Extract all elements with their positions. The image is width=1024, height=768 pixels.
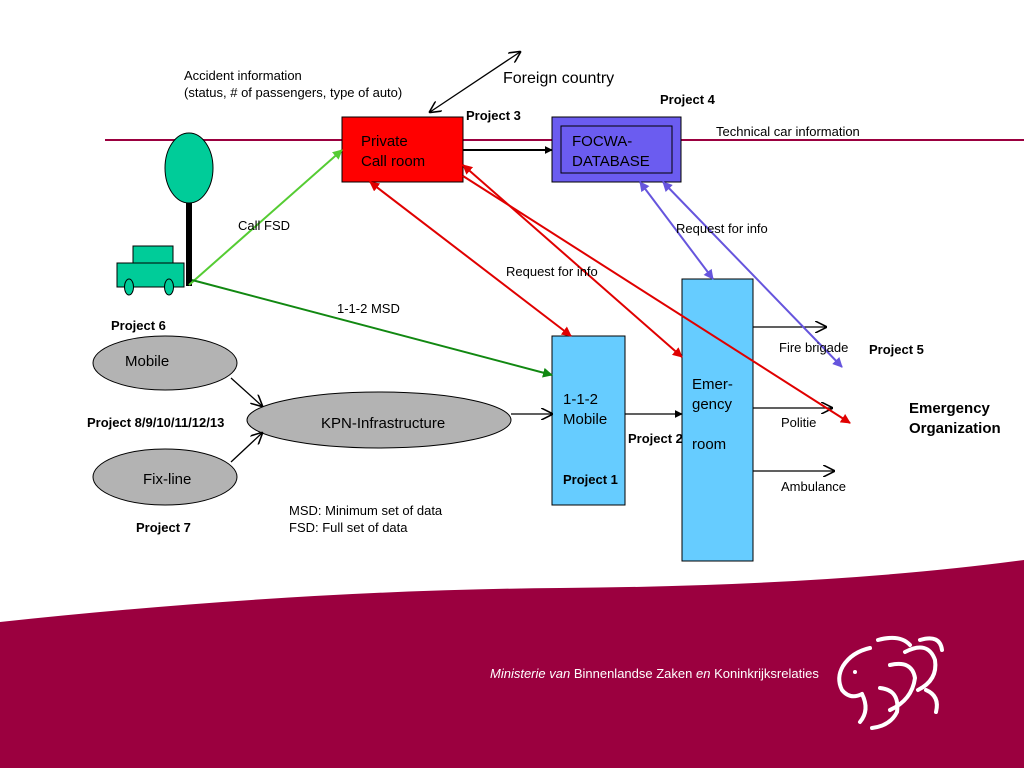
fix-line-label: Fix-line xyxy=(143,471,192,488)
arrow-private-to-emergency xyxy=(462,164,683,358)
emergency-organization-label-2: Organization xyxy=(909,420,1001,437)
fire-brigade-label: Fire brigade xyxy=(779,340,849,355)
project6-label: Project 6 xyxy=(111,318,166,333)
accident-info-label-1: Accident information xyxy=(184,68,302,83)
arrow-mobile-to-kpn xyxy=(230,377,262,406)
ambulance-label: Ambulance xyxy=(781,479,847,494)
accident-info-label-2: (status, # of passengers, type of auto) xyxy=(184,85,403,100)
lion-logo-icon xyxy=(837,635,944,730)
msd-112-label: 1-1-2 MSD xyxy=(337,301,400,316)
project2-label: Project 2 xyxy=(628,431,683,446)
arrow-fixline-to-kpn xyxy=(230,433,262,463)
antenna-icon xyxy=(164,132,214,286)
ministry-name-part-1: Ministerie xyxy=(490,666,550,681)
focwa-label-1: FOCWA- xyxy=(572,133,633,150)
fix-line-ellipse xyxy=(92,448,238,506)
emergency-room-box xyxy=(681,278,754,562)
mobile-112-box xyxy=(551,335,626,506)
project1-label: Project 1 xyxy=(563,472,618,487)
politie-label: Politie xyxy=(781,415,817,430)
private-call-room-label-2: Call room xyxy=(361,153,426,170)
ministry-name-part-5: Koninkrijksrelaties xyxy=(710,666,819,681)
arrow-foreign-country xyxy=(430,52,520,112)
ministry-name-part-2: van xyxy=(549,666,571,681)
mobile-112-label-2: Mobile xyxy=(563,411,608,428)
arrow-private-to-112 xyxy=(369,181,572,337)
car-icon xyxy=(116,245,185,296)
emergency-organization-label-1: Emergency xyxy=(909,400,990,417)
ministry-name: Ministerie van Binnenlandse Zaken en Kon… xyxy=(490,666,819,681)
arrow-112-msd xyxy=(191,279,553,378)
call-fsd-label: Call FSD xyxy=(238,218,291,233)
private-call-room-label-1: Private xyxy=(361,133,408,150)
kpn-infrastructure-ellipse xyxy=(246,391,512,449)
focwa-label-2: DATABASE xyxy=(572,153,650,170)
arrow-private-to-politie xyxy=(462,175,851,424)
mobile-112-label-1: 1-1-2 xyxy=(563,391,599,408)
technical-car-info-label: Technical car information xyxy=(716,124,860,139)
msd-definition: MSD: Minimum set of data xyxy=(289,503,443,518)
emergency-room-label-3: room xyxy=(692,436,727,453)
request-for-info-label-2: Request for info xyxy=(506,264,598,279)
mobile-label: Mobile xyxy=(125,353,170,370)
project3-label: Project 3 xyxy=(466,108,521,123)
project5-label: Project 5 xyxy=(869,342,924,357)
project-8-13-label: Project 8/9/10/11/12/13 xyxy=(87,415,225,430)
foreign-country-label: Foreign country xyxy=(503,70,615,87)
footer-band xyxy=(0,560,1024,768)
mobile-ellipse xyxy=(92,335,238,391)
ministry-name-part-3: Binnenlandse Zaken xyxy=(570,666,696,681)
kpn-infrastructure-label: KPN-Infrastructure xyxy=(321,415,446,432)
emergency-room-label-2: gency xyxy=(692,396,733,413)
arrow-call-fsd xyxy=(188,149,343,286)
fsd-definition: FSD: Full set of data xyxy=(289,520,408,535)
project7-label: Project 7 xyxy=(136,520,191,535)
ministry-name-part-4: en xyxy=(695,666,711,681)
request-for-info-label-1: Request for info xyxy=(676,221,768,236)
project4-label: Project 4 xyxy=(660,92,715,107)
arrow-focwa-to-fire-brigade xyxy=(662,181,843,368)
emergency-room-label-1: Emer- xyxy=(692,376,733,393)
